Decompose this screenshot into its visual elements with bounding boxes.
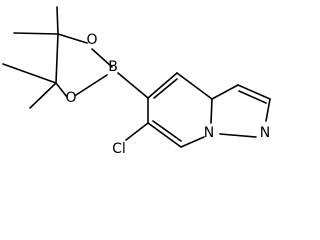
atom-label-oxygen-bottom: O xyxy=(65,90,76,106)
bond-c4-c3a xyxy=(176,72,213,100)
bond-n-n-bridge xyxy=(219,133,257,138)
bonds xyxy=(2,6,271,148)
bond-b-aryl xyxy=(117,72,149,99)
bond-b-o-bottom xyxy=(75,74,108,96)
bond-c3a-c3 xyxy=(211,84,239,100)
bond-c2-methyl-left xyxy=(2,63,57,84)
atom-label-chlorine: Cl xyxy=(112,141,126,157)
bond-c7-c6-inner xyxy=(152,120,182,142)
bond-n-bridge-c7 xyxy=(180,136,205,148)
bond-c3a-n-bridge xyxy=(210,98,213,124)
bond-c2-n xyxy=(265,98,271,122)
bond-c7-c6 xyxy=(147,122,182,148)
bond-c2-o-bottom xyxy=(55,82,68,98)
bond-c1-methyl-up xyxy=(56,6,59,35)
bond-c2-methyl-down xyxy=(29,82,57,109)
bond-c1-c2 xyxy=(55,33,59,84)
atom-labels: O B O Cl N N xyxy=(65,32,270,157)
bond-o-top-c1 xyxy=(57,33,88,44)
bond-c1-methyl-left xyxy=(13,32,59,35)
bond-c5-c4 xyxy=(147,72,178,99)
atom-label-nitrogen-bridge: N xyxy=(204,125,214,141)
chemical-structure: O B O Cl N N xyxy=(2,6,271,157)
bond-b-o-top xyxy=(91,48,113,68)
bond-c3-c2 xyxy=(237,84,271,100)
atom-label-oxygen-top: O xyxy=(86,32,97,48)
bond-c5-c4-inner xyxy=(153,78,178,99)
atom-label-boron: B xyxy=(108,59,118,75)
atom-label-nitrogen-ring: N xyxy=(260,125,270,141)
bond-c3-c2-inner xyxy=(238,90,267,104)
bond-c6-cl xyxy=(125,122,149,141)
